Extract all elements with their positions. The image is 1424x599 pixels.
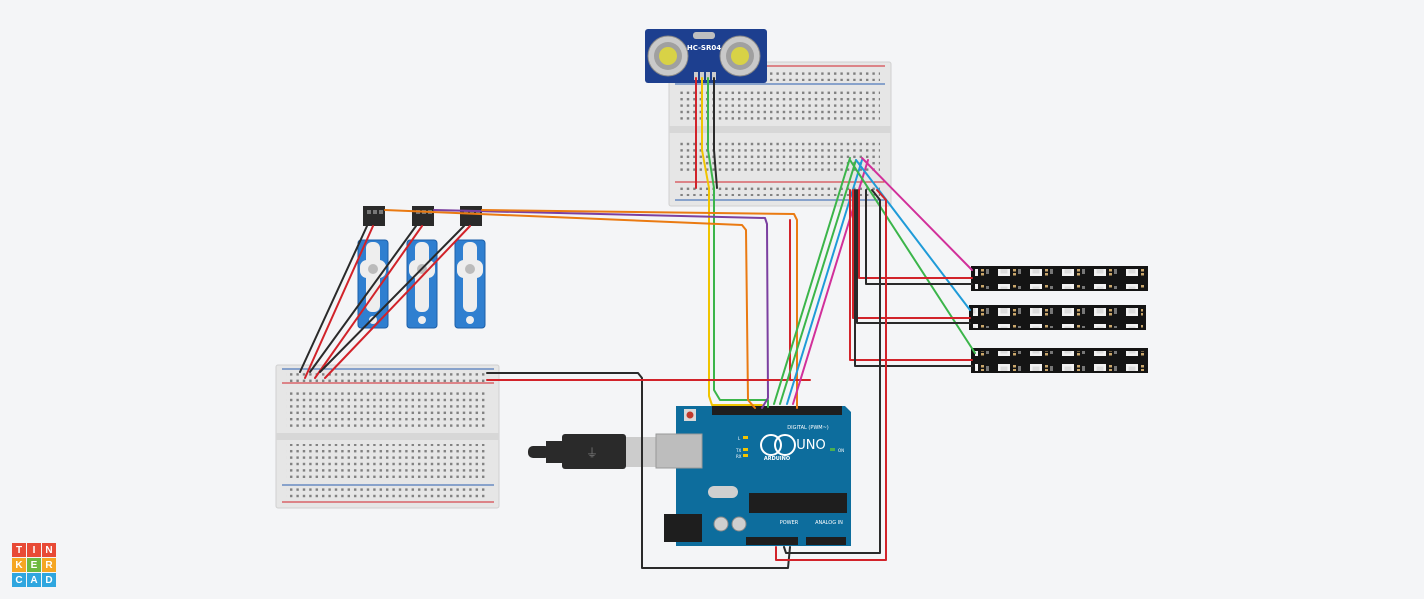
led-tx-label: TX — [735, 448, 741, 453]
led-rx-label: RX — [736, 454, 742, 459]
led-strip-2[interactable] — [969, 305, 1146, 330]
servo-3[interactable] — [454, 206, 486, 329]
arduino-uno[interactable]: ARDUINO UNO DIGITAL (PWM~) POWER ANALOG … — [655, 406, 851, 546]
logo-letter-e: E — [27, 558, 41, 572]
tinkercad-logo: T I N K E R C A D — [12, 543, 56, 587]
led-strip-1[interactable] — [971, 266, 1148, 291]
logo-letter-k: K — [12, 558, 26, 572]
servo-2[interactable] — [406, 206, 438, 329]
logo-letter-d: D — [42, 573, 56, 587]
on-led-label: ON — [838, 448, 844, 453]
logo-letter-i: I — [27, 543, 41, 557]
led-strip-3[interactable] — [971, 348, 1148, 373]
arduino-board-label: UNO — [796, 438, 825, 453]
led-l-label: L — [738, 436, 741, 441]
svg-text:⏚: ⏚ — [586, 446, 598, 460]
logo-letter-a: A — [27, 573, 41, 587]
logo-letter-r: R — [42, 558, 56, 572]
arduino-brand-label: ARDUINO — [764, 456, 790, 462]
logo-letter-t: T — [12, 543, 26, 557]
logo-letter-n: N — [42, 543, 56, 557]
analog-header-label: ANALOG IN — [815, 520, 843, 526]
sensor-model-label: HC-SR04 — [687, 44, 721, 52]
logo-letter-c: C — [12, 573, 26, 587]
breadboard-left[interactable] — [275, 364, 500, 509]
usb-cable[interactable]: ⏚ — [528, 434, 656, 469]
ultrasonic-sensor[interactable]: HC-SR04 — [645, 29, 767, 83]
servo-1[interactable] — [357, 206, 389, 329]
digital-header-label: DIGITAL (PWM~) — [787, 425, 829, 431]
wires — [299, 77, 976, 569]
power-header-label: POWER — [780, 520, 799, 526]
